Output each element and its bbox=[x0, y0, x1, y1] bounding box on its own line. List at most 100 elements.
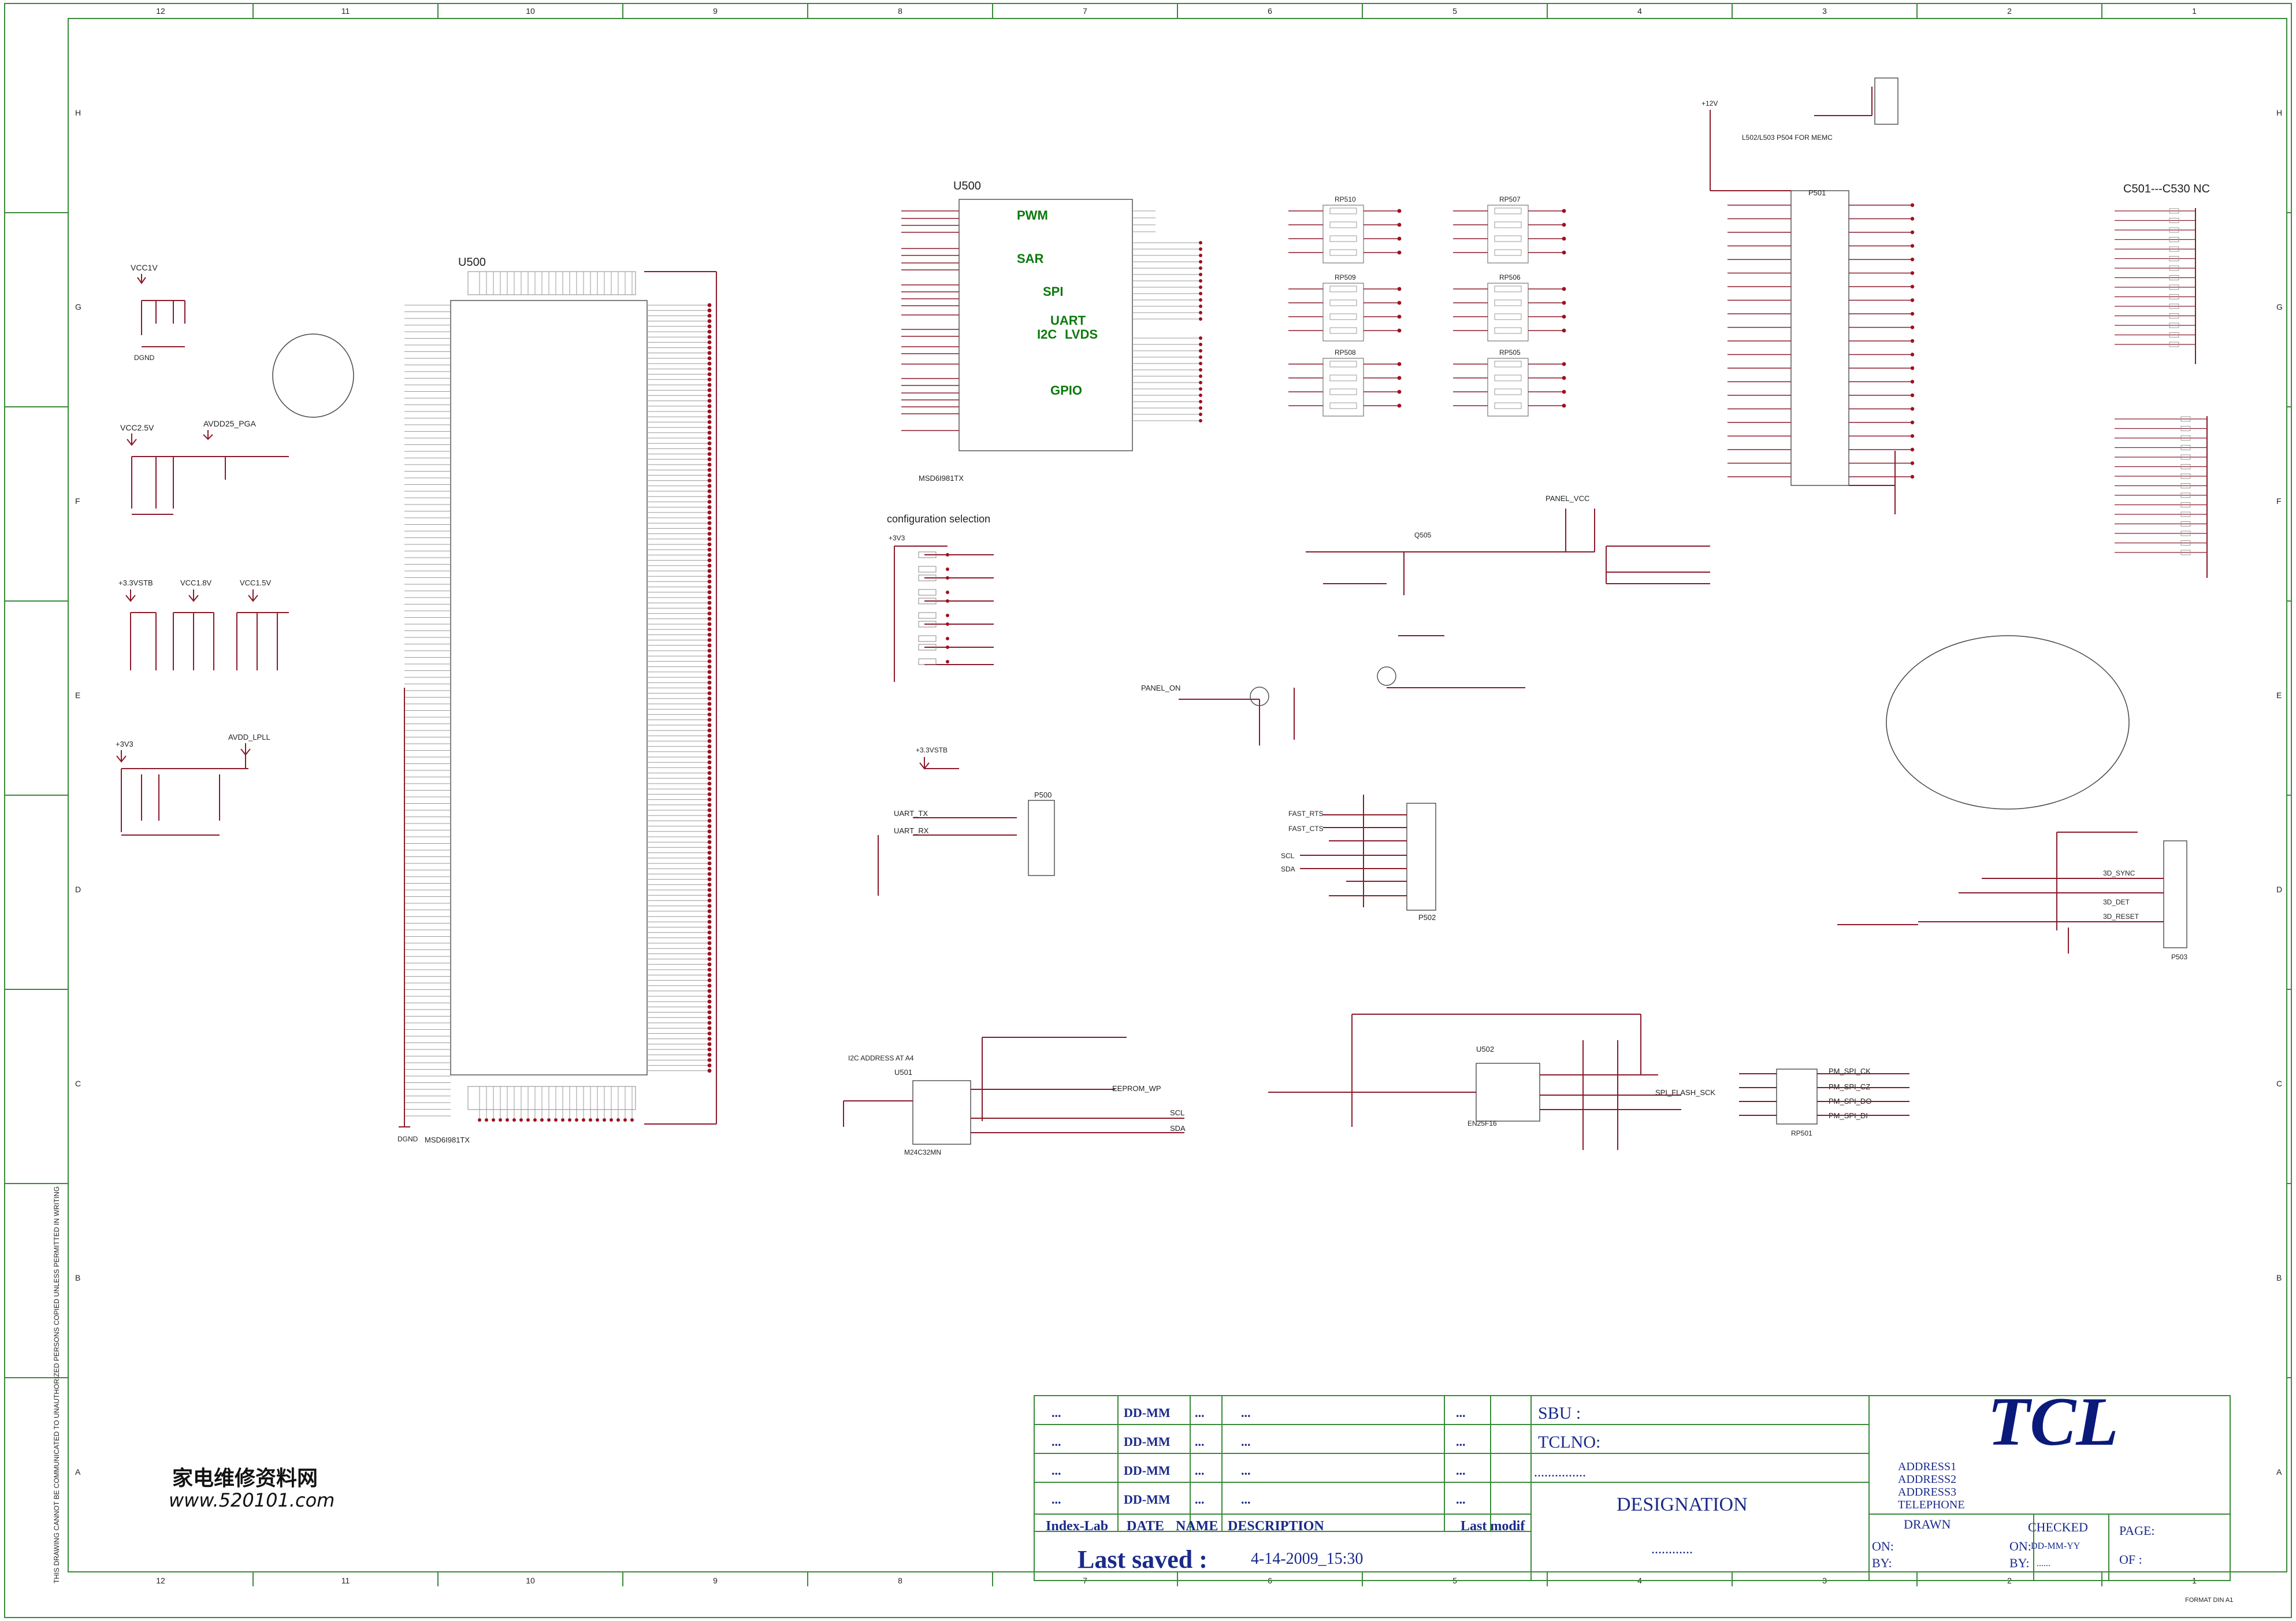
watermark-line-2: www.520101.com bbox=[169, 1489, 335, 1511]
pin-dot bbox=[707, 797, 712, 802]
p501-power: +12V bbox=[1701, 99, 1718, 107]
eeprom-wp-label: EEPROM_WP bbox=[1112, 1084, 1161, 1093]
u500-gnd-label: DGND bbox=[397, 1135, 418, 1143]
pin-dot bbox=[707, 957, 712, 961]
tb-row-cell: ... bbox=[1456, 1405, 1466, 1420]
pin-dot-bottom bbox=[533, 1118, 537, 1122]
func-i2c-label: I2C bbox=[1037, 327, 1057, 342]
col-marker-top: 2 bbox=[2007, 6, 2012, 16]
rp-resistor bbox=[1329, 388, 1357, 395]
pin-dot bbox=[1199, 394, 1202, 397]
panel-on-label: PANEL_ON bbox=[1141, 684, 1180, 692]
flash-block: U502 EN25F16 SPI_FLASH_SCK bbox=[1268, 1014, 1715, 1150]
pin-dot bbox=[707, 388, 712, 392]
pin-dot bbox=[707, 558, 712, 562]
pin-dot bbox=[707, 792, 712, 796]
pin-dot bbox=[1562, 287, 1566, 291]
cap-body bbox=[2169, 275, 2179, 280]
tb-by-right: BY: bbox=[2009, 1556, 2030, 1570]
pin-dot bbox=[707, 978, 712, 982]
pin-dot bbox=[707, 1063, 712, 1067]
u501-body bbox=[912, 1080, 971, 1145]
pin-dot bbox=[707, 733, 712, 738]
tb-on-left: ON: bbox=[1872, 1539, 1894, 1553]
uart-rx-label: UART_RX bbox=[894, 826, 929, 835]
func-spi-label: SPI bbox=[1043, 284, 1063, 299]
pin-dot bbox=[1397, 390, 1402, 394]
cap-body bbox=[2180, 464, 2191, 469]
u500-main-body bbox=[450, 300, 648, 1075]
tb-on-value: DD-MM-YY bbox=[2031, 1541, 2080, 1551]
tb-row-cell: ... bbox=[1052, 1434, 1061, 1449]
pin-dot bbox=[707, 436, 712, 440]
pin-dot bbox=[1910, 298, 1915, 302]
rail-33vstb-label: +3.3VSTB bbox=[118, 578, 153, 587]
pin-dot bbox=[707, 760, 712, 765]
rp-resistor bbox=[1329, 207, 1357, 214]
pin-dot bbox=[707, 537, 712, 541]
pin-dot bbox=[707, 840, 712, 844]
rp-resistor bbox=[1329, 235, 1357, 242]
pin-dot bbox=[1562, 403, 1566, 408]
pin-dot bbox=[1199, 355, 1202, 359]
config-resistor bbox=[918, 551, 937, 558]
cap-body bbox=[2169, 256, 2179, 261]
u500-func-part: MSD6I981TX bbox=[919, 474, 964, 483]
pin-dot bbox=[1199, 247, 1202, 251]
row-marker-left: G bbox=[75, 302, 81, 311]
p502-block: P502 FAST_RTS FAST_CTS SCL SDA bbox=[1281, 795, 1436, 922]
tb-dots: ............... bbox=[1534, 1465, 1586, 1480]
pin-dot bbox=[707, 899, 712, 903]
pin-dot bbox=[1199, 336, 1202, 340]
rp-resistor bbox=[1494, 235, 1522, 242]
col-marker-top: 4 bbox=[1637, 6, 1642, 16]
pin-dot bbox=[946, 614, 949, 617]
pin-dot bbox=[707, 925, 712, 929]
rp-resistor bbox=[1329, 299, 1357, 306]
pin-dot bbox=[707, 335, 712, 339]
tb-tclno: TCLNO: bbox=[1538, 1433, 1600, 1452]
tb-row-cell: ... bbox=[1195, 1434, 1205, 1449]
pin-dot bbox=[707, 787, 712, 791]
pin-dot-bottom bbox=[512, 1118, 516, 1122]
pin-dot-bottom bbox=[492, 1118, 495, 1122]
pin-dot bbox=[1562, 209, 1566, 213]
cap-body bbox=[2169, 322, 2179, 328]
row-marker-right: H bbox=[2276, 108, 2282, 117]
tb-address-1: ADDRESS1 bbox=[1898, 1460, 1956, 1473]
u502-part: EN25F16 bbox=[1467, 1119, 1497, 1127]
pin-dot bbox=[707, 595, 712, 600]
pin-dot bbox=[707, 781, 712, 786]
pin-dot bbox=[707, 425, 712, 429]
pin-dot bbox=[707, 585, 712, 589]
pin-dot bbox=[707, 521, 712, 525]
pin-dot bbox=[1199, 317, 1202, 321]
pin-dot bbox=[707, 1021, 712, 1025]
pin-dot bbox=[1562, 250, 1566, 255]
pin-dot bbox=[707, 553, 712, 557]
tb-address-2: ADDRESS2 bbox=[1898, 1473, 1956, 1486]
pin-dot bbox=[707, 696, 712, 701]
pin-dot bbox=[707, 999, 712, 1004]
pin-dot bbox=[946, 637, 949, 640]
pin-dot-bottom bbox=[499, 1118, 502, 1122]
pin-dot bbox=[707, 834, 712, 839]
pin-dot bbox=[707, 861, 712, 866]
pin-dot bbox=[707, 622, 712, 626]
cap-body bbox=[2180, 550, 2191, 555]
pin-dot bbox=[707, 617, 712, 621]
cap-body bbox=[2180, 531, 2191, 536]
pin-dot bbox=[707, 351, 712, 355]
cap-body bbox=[2169, 284, 2179, 290]
pin-dot bbox=[707, 973, 712, 977]
pin-dot-bottom bbox=[478, 1118, 481, 1122]
rp-ref: RP508 bbox=[1335, 348, 1356, 357]
tb-row-cell: ... bbox=[1241, 1405, 1251, 1420]
tb-page: PAGE: bbox=[2119, 1523, 2155, 1538]
tb-row-cell: DD-MM bbox=[1124, 1405, 1171, 1420]
col-marker-bottom: 9 bbox=[713, 1576, 718, 1585]
pin-dot bbox=[707, 383, 712, 387]
pin-dot bbox=[707, 420, 712, 424]
rp501-block: RP501 PM_SPI_CK PM_SPI_CZ PM_SPI_DO PM_S… bbox=[1739, 1067, 1909, 1137]
